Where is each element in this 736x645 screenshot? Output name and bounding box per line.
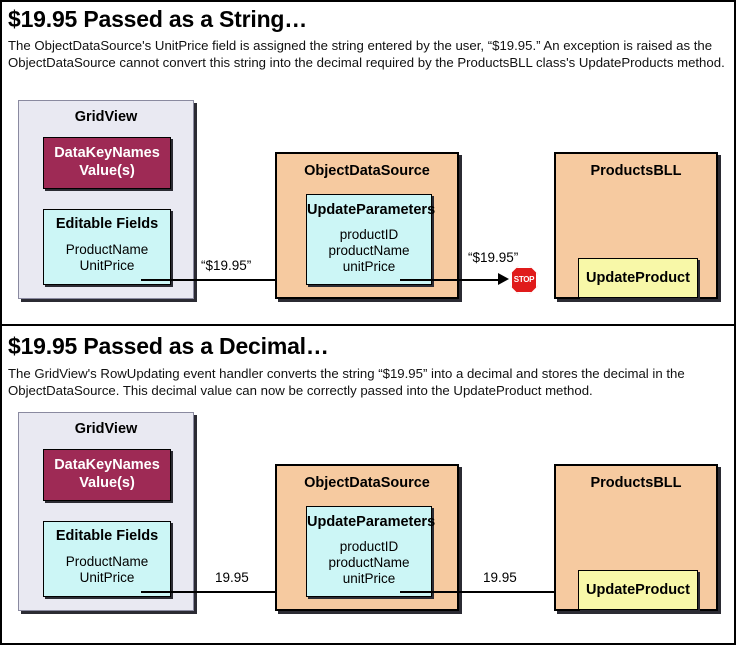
updateproduct-box-string: UpdateProduct — [578, 258, 698, 298]
updateparameters-title-decimal: UpdateParameters — [307, 514, 436, 530]
productsbll-title-decimal: ProductsBLL — [590, 475, 682, 491]
objectdatasource-title-decimal: ObjectDataSource — [304, 475, 430, 491]
updateparameters-list-string: productID productName unitPrice — [328, 227, 410, 274]
updateparameters-title-string: UpdateParameters — [307, 202, 436, 218]
editable-fields-title-decimal: Editable Fields — [55, 528, 159, 544]
edge-label-gridview-to-ods-decimal: 19.95 — [215, 570, 249, 585]
productsbll-box-decimal: ProductsBLL UpdateProduct — [554, 464, 718, 611]
datakeynames-line1-string: DataKeyNames — [54, 145, 160, 161]
productsbll-title-string: ProductsBLL — [590, 163, 682, 179]
editable-fields-list-string: ProductName UnitPrice — [65, 242, 149, 273]
updateproduct-box-decimal: UpdateProduct — [578, 570, 698, 610]
updateparameters-box-string: UpdateParameters productID productName u… — [306, 194, 436, 285]
editable-fields-box-decimal: Editable Fields ProductName UnitPrice — [43, 521, 171, 597]
datakeynames-line1-decimal: DataKeyNames — [54, 457, 160, 473]
gridview-box-decimal: GridView DataKeyNames Value(s) Editable … — [18, 412, 194, 611]
updateproduct-label-string: UpdateProduct — [586, 270, 690, 286]
objectdatasource-box-decimal: ObjectDataSource UpdateParameters produc… — [275, 464, 459, 611]
datakeynames-line2-decimal: Value(s) — [79, 475, 135, 491]
section-decimal-scenario: $19.95 Passed as a Decimal… The GridView… — [2, 324, 734, 643]
updateparameters-box-decimal: UpdateParameters productID productName u… — [306, 506, 436, 597]
arrowhead-stop-string — [498, 273, 509, 285]
productsbll-box-string: ProductsBLL UpdateProduct — [554, 152, 718, 299]
datakeynames-box-string: DataKeyNames Value(s) — [43, 137, 171, 189]
section-string-description: The ObjectDataSource's UnitPrice field i… — [8, 38, 725, 70]
gridview-title-decimal: GridView — [74, 421, 138, 437]
section-string-heading: $19.95 Passed as a String… — [8, 6, 308, 32]
updateproduct-label-decimal: UpdateProduct — [586, 582, 690, 598]
connector-ods-to-stop-string — [400, 279, 502, 281]
objectdatasource-title-string: ObjectDataSource — [304, 163, 430, 179]
section-string-scenario: $19.95 Passed as a String… The ObjectDat… — [2, 2, 734, 324]
editable-fields-list-decimal: ProductName UnitPrice — [65, 554, 149, 585]
editable-fields-box-string: Editable Fields ProductName UnitPrice — [43, 209, 171, 285]
updateparameters-list-decimal: productID productName unitPrice — [328, 539, 410, 586]
datakeynames-box-decimal: DataKeyNames Value(s) — [43, 449, 171, 501]
datakeynames-line2-string: Value(s) — [79, 163, 135, 179]
edge-label-ods-to-bll-string: “$19.95” — [468, 250, 519, 265]
gridview-title-string: GridView — [74, 109, 138, 125]
connector-gridview-to-ods-string — [141, 279, 315, 281]
connector-gridview-to-ods-decimal — [141, 591, 315, 593]
objectdatasource-box-string: ObjectDataSource UpdateParameters produc… — [275, 152, 459, 299]
connector-ods-to-bll-decimal — [400, 591, 563, 593]
section-decimal-description: The GridView's RowUpdating event handler… — [8, 366, 685, 398]
gridview-box-string: GridView DataKeyNames Value(s) Editable … — [18, 100, 194, 299]
stop-sign-icon-string: STOP — [510, 266, 538, 294]
editable-fields-title-string: Editable Fields — [55, 216, 159, 232]
stop-sign-label-string: STOP — [513, 275, 535, 284]
section-decimal-heading: $19.95 Passed as a Decimal… — [8, 333, 329, 359]
edge-label-gridview-to-ods-string: “$19.95” — [201, 258, 252, 273]
edge-label-ods-to-bll-decimal: 19.95 — [483, 570, 517, 585]
